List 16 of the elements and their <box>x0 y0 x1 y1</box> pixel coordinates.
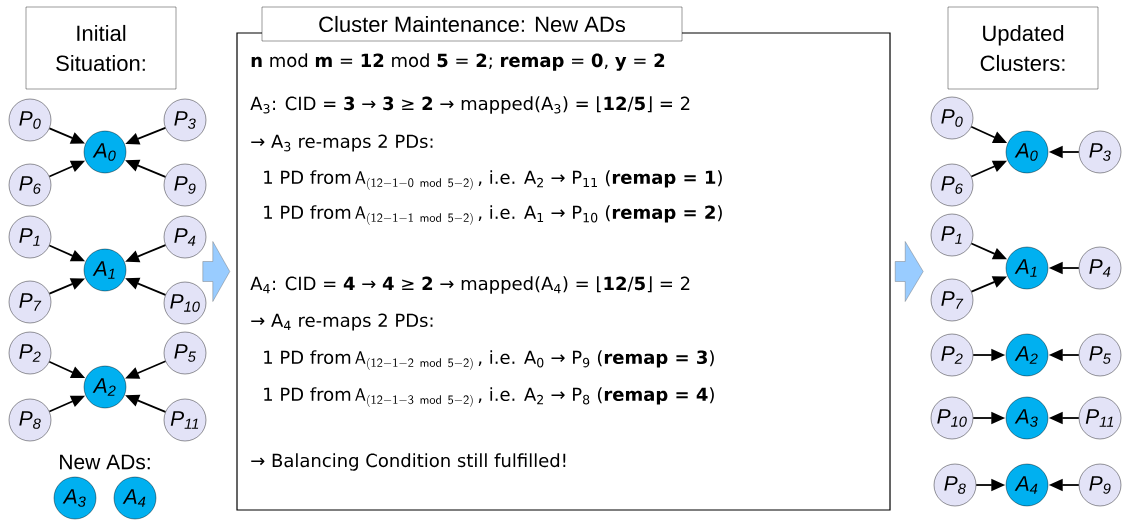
title-box: Initial Situation: <box>25 6 177 90</box>
block-arrow <box>202 241 230 302</box>
text-line: n mod m = 12 mod 5 = 2; remap = 0, y = 2 <box>251 53 665 71</box>
text-line: A$_{4}$: CID = 4 → 4 ≥ 2 → mapped(A$_{4}$) = ⌊12/5⌋ = 2 <box>250 276 690 294</box>
text-line: → Balancing Condition still fulfilled! <box>251 453 566 471</box>
heading-box: Cluster Maintenance: New ADs <box>261 6 683 42</box>
block-arrow <box>895 241 924 302</box>
text-line: → A$_{4}$ re-maps 2 PDs: <box>251 313 433 331</box>
text-line: 1 PD from $\mathsf{A}_{(\mathsf{12-1-1\ mod\ 5-2})}$ , i.e. A$_{1}$ → P$_{10}$ (remap = 2) <box>264 205 722 225</box>
text-line: → A$_{3}$ re-maps 2 PDs: <box>251 134 433 152</box>
text-line: 1 PD from $\mathsf{A}_{(\mathsf{12-1-2\ mod\ 5-2})}$ , i.e. A$_{0}$ → P$_{9}$ (remap = 3) <box>264 350 714 370</box>
title-box: Updated Clusters: <box>947 6 1099 90</box>
text-line: A$_{3}$: CID = 3 → 3 ≥ 2 → mapped(A$_{3}$) = ⌊12/5⌋ = 2 <box>250 96 690 114</box>
text-line: 1 PD from $\mathsf{A}_{(\mathsf{12-1-0\ mod\ 5-2})}$ , i.e. A$_{2}$ → P$_{11}$ (remap = 1) <box>264 170 722 190</box>
text-line: 1 PD from $\mathsf{A}_{(\mathsf{12-1-3\ mod\ 5-2})}$ , i.e. A$_{2}$ → P$_{8}$ (remap = 4) <box>264 387 714 407</box>
caption-text: New ADs: <box>60 454 150 470</box>
